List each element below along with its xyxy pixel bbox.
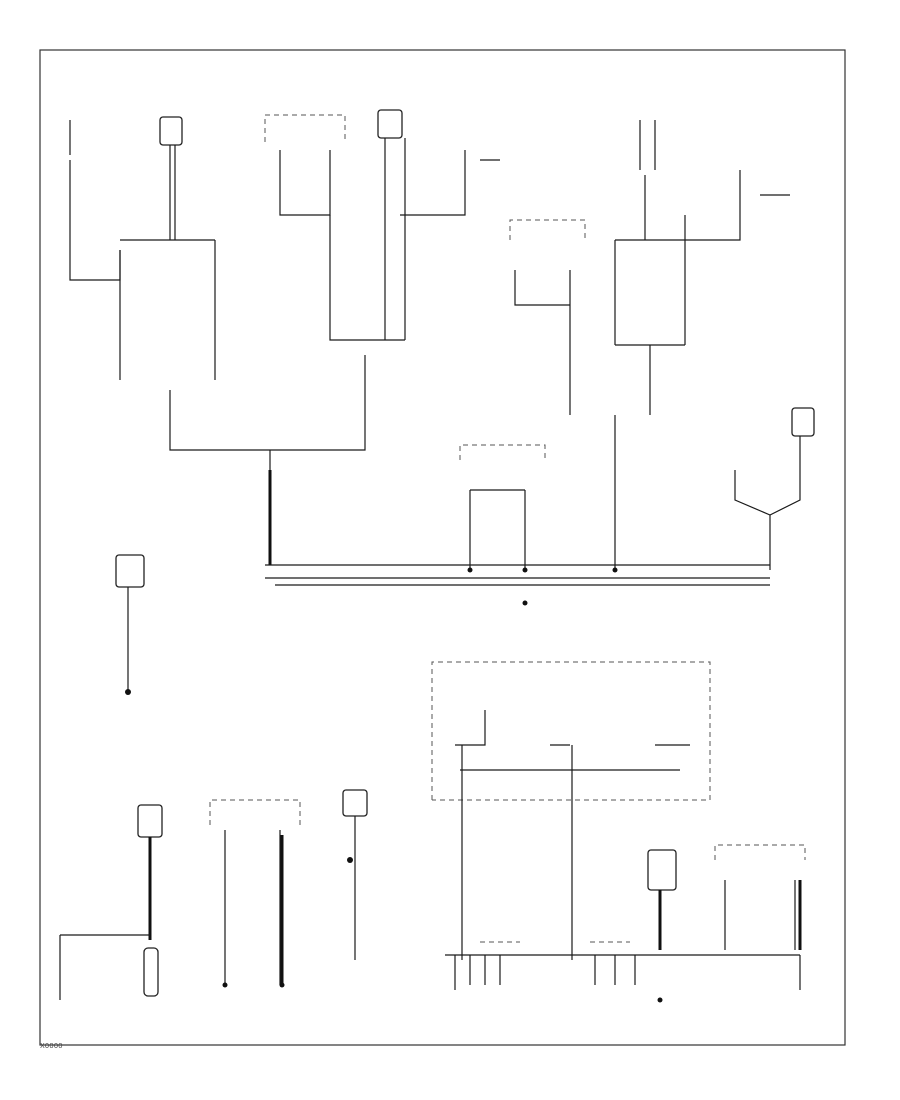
- top-right-cluster: [509, 120, 790, 570]
- left-middle-component: [115, 554, 145, 695]
- bottom-left-cluster: [59, 789, 368, 1000]
- top-left-cluster: [69, 109, 500, 470]
- diagram-border: [39, 49, 846, 1046]
- middle-ground-bus: [265, 407, 815, 606]
- bottom-right-cluster: [431, 661, 806, 1003]
- footer-code: X0000: [40, 1042, 63, 1050]
